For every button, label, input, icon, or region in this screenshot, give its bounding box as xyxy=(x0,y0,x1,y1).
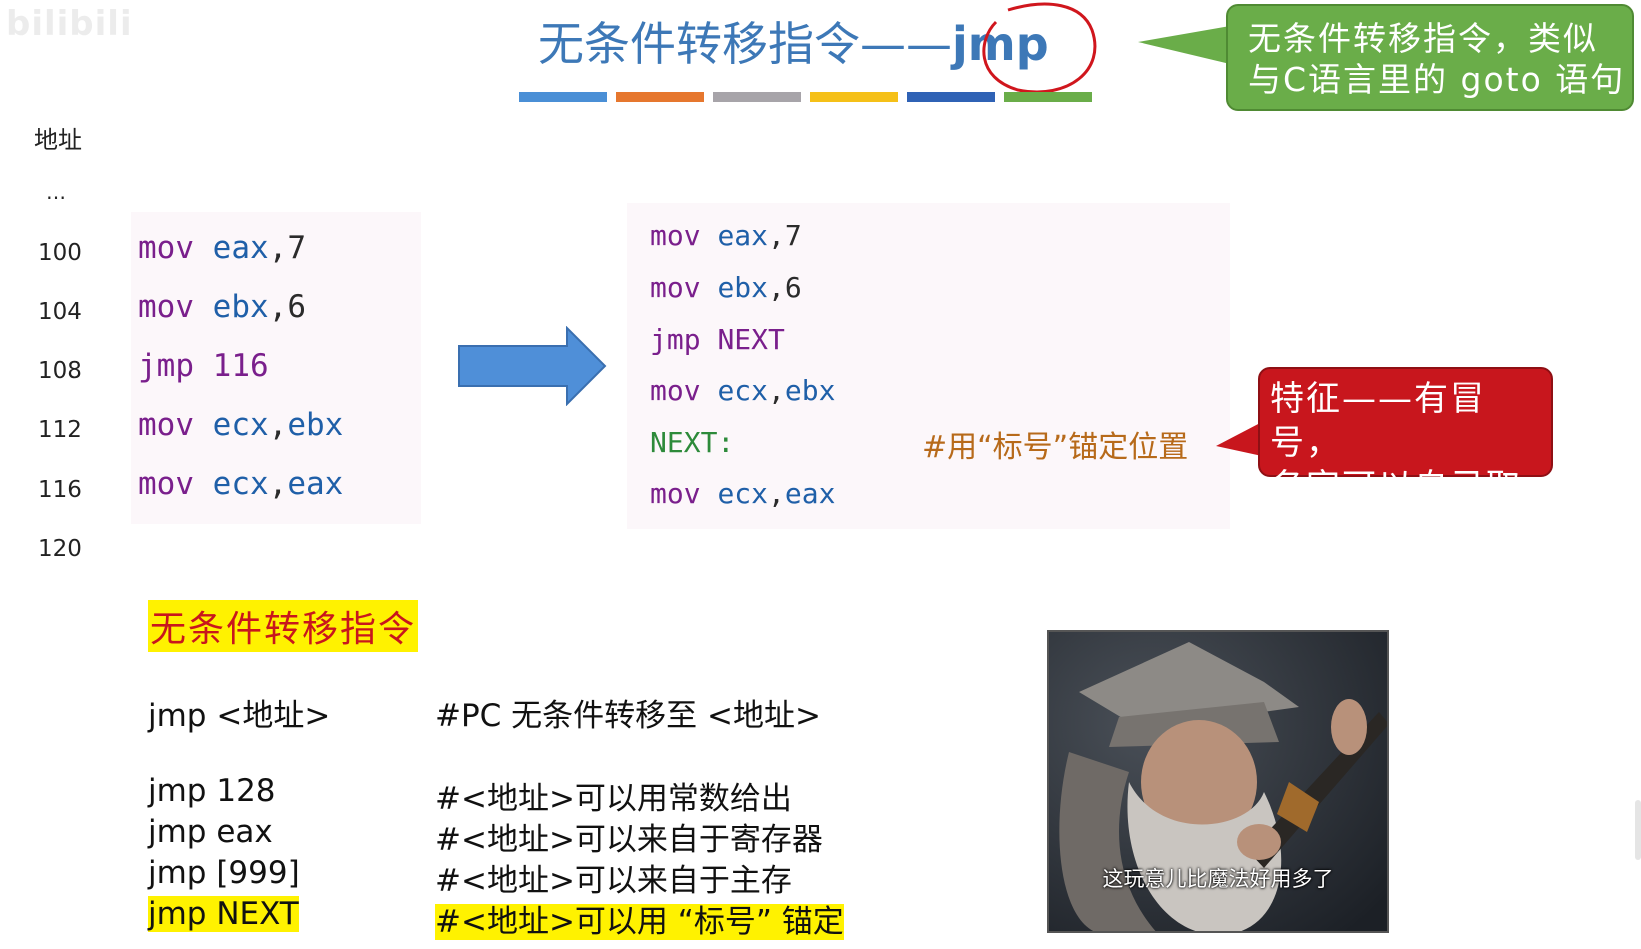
title-jmp: jmp xyxy=(952,17,1049,71)
address-code-panel xyxy=(131,212,421,524)
scroll-edge xyxy=(1635,800,1641,860)
example-comment: #<地址>可以来自于主存 xyxy=(435,863,792,899)
code-line: mov ebx,6 xyxy=(650,271,802,304)
address-label: 112 xyxy=(38,417,82,443)
syntax-text: jmp <地址> xyxy=(148,698,331,734)
callout-line: 无条件转移指令，类似 xyxy=(1248,19,1598,58)
code-line: mov ebx,6 xyxy=(138,289,307,325)
example-comment-highlighted: #<地址>可以用 “标号” 锚定 xyxy=(435,904,844,940)
goto-analogy-callout: 无条件转移指令，类似 与C语言里的 goto 语句 xyxy=(1226,4,1634,111)
bilibili-watermark: bilibili xyxy=(6,4,133,44)
callout-line: 与C语言里的 goto 语句 xyxy=(1248,60,1626,99)
green-callout-tail xyxy=(1138,26,1230,64)
title-main: 无条件转移指令—— xyxy=(538,17,952,71)
color-bar xyxy=(713,92,801,102)
code-line: mov eax,7 xyxy=(138,230,307,266)
page-title: 无条件转移指令——jmp xyxy=(538,8,1049,74)
arrow-right-icon xyxy=(458,326,607,406)
section-title: 无条件转移指令 xyxy=(148,600,419,652)
code-line: mov ecx,ebx xyxy=(138,407,344,443)
next-label: NEXT: xyxy=(650,426,735,459)
meme-caption: 这玩意儿比魔法好用多了 xyxy=(1102,867,1334,891)
code-line: mov eax,7 xyxy=(650,219,802,252)
address-label: 120 xyxy=(38,536,82,562)
example-comment: #<地址>可以用常数给出 xyxy=(435,781,792,817)
callout-line: 名字可以自己取 xyxy=(1270,467,1522,507)
address-header: 地址 xyxy=(34,126,82,154)
code-line: jmp 116 xyxy=(138,348,269,384)
example-text-highlighted: jmp NEXT xyxy=(148,896,299,932)
title-color-bars xyxy=(519,92,1092,102)
color-bar xyxy=(519,92,607,102)
address-label: 104 xyxy=(38,299,82,325)
red-circle-annotation xyxy=(982,2,1097,94)
example-comment: #<地址>可以来自于寄存器 xyxy=(435,822,823,858)
example-text: jmp [999] xyxy=(148,855,300,891)
red-callout-tail xyxy=(1216,422,1262,456)
meme-illustration xyxy=(1049,632,1387,931)
code-line: mov ecx,eax xyxy=(138,466,344,502)
color-bar xyxy=(616,92,704,102)
color-bar xyxy=(1004,92,1092,102)
example-text: jmp 128 xyxy=(148,773,276,809)
color-bar xyxy=(810,92,898,102)
example-text: jmp eax xyxy=(148,814,273,850)
label-comment: #用“标号”锚定位置 xyxy=(922,430,1189,465)
callout-line: 特征——有冒号， xyxy=(1270,379,1486,463)
code-line: NEXT: xyxy=(650,426,734,459)
code-line: jmp NEXT xyxy=(650,323,785,356)
gandalf-meme-image: 这玩意儿比魔法好用多了 xyxy=(1047,630,1389,933)
label-code-panel xyxy=(627,203,1230,529)
color-bar xyxy=(907,92,995,102)
address-label: 100 xyxy=(38,240,82,266)
code-line: mov ecx,ebx xyxy=(650,374,836,407)
label-feature-callout: 特征——有冒号， 名字可以自己取 xyxy=(1258,367,1553,507)
code-line: mov ecx,eax xyxy=(650,477,836,510)
address-label: 116 xyxy=(38,477,82,503)
syntax-comment: #PC 无条件转移至 <地址> xyxy=(435,698,821,734)
address-label: 108 xyxy=(38,358,82,384)
address-ellipsis: … xyxy=(46,180,66,204)
